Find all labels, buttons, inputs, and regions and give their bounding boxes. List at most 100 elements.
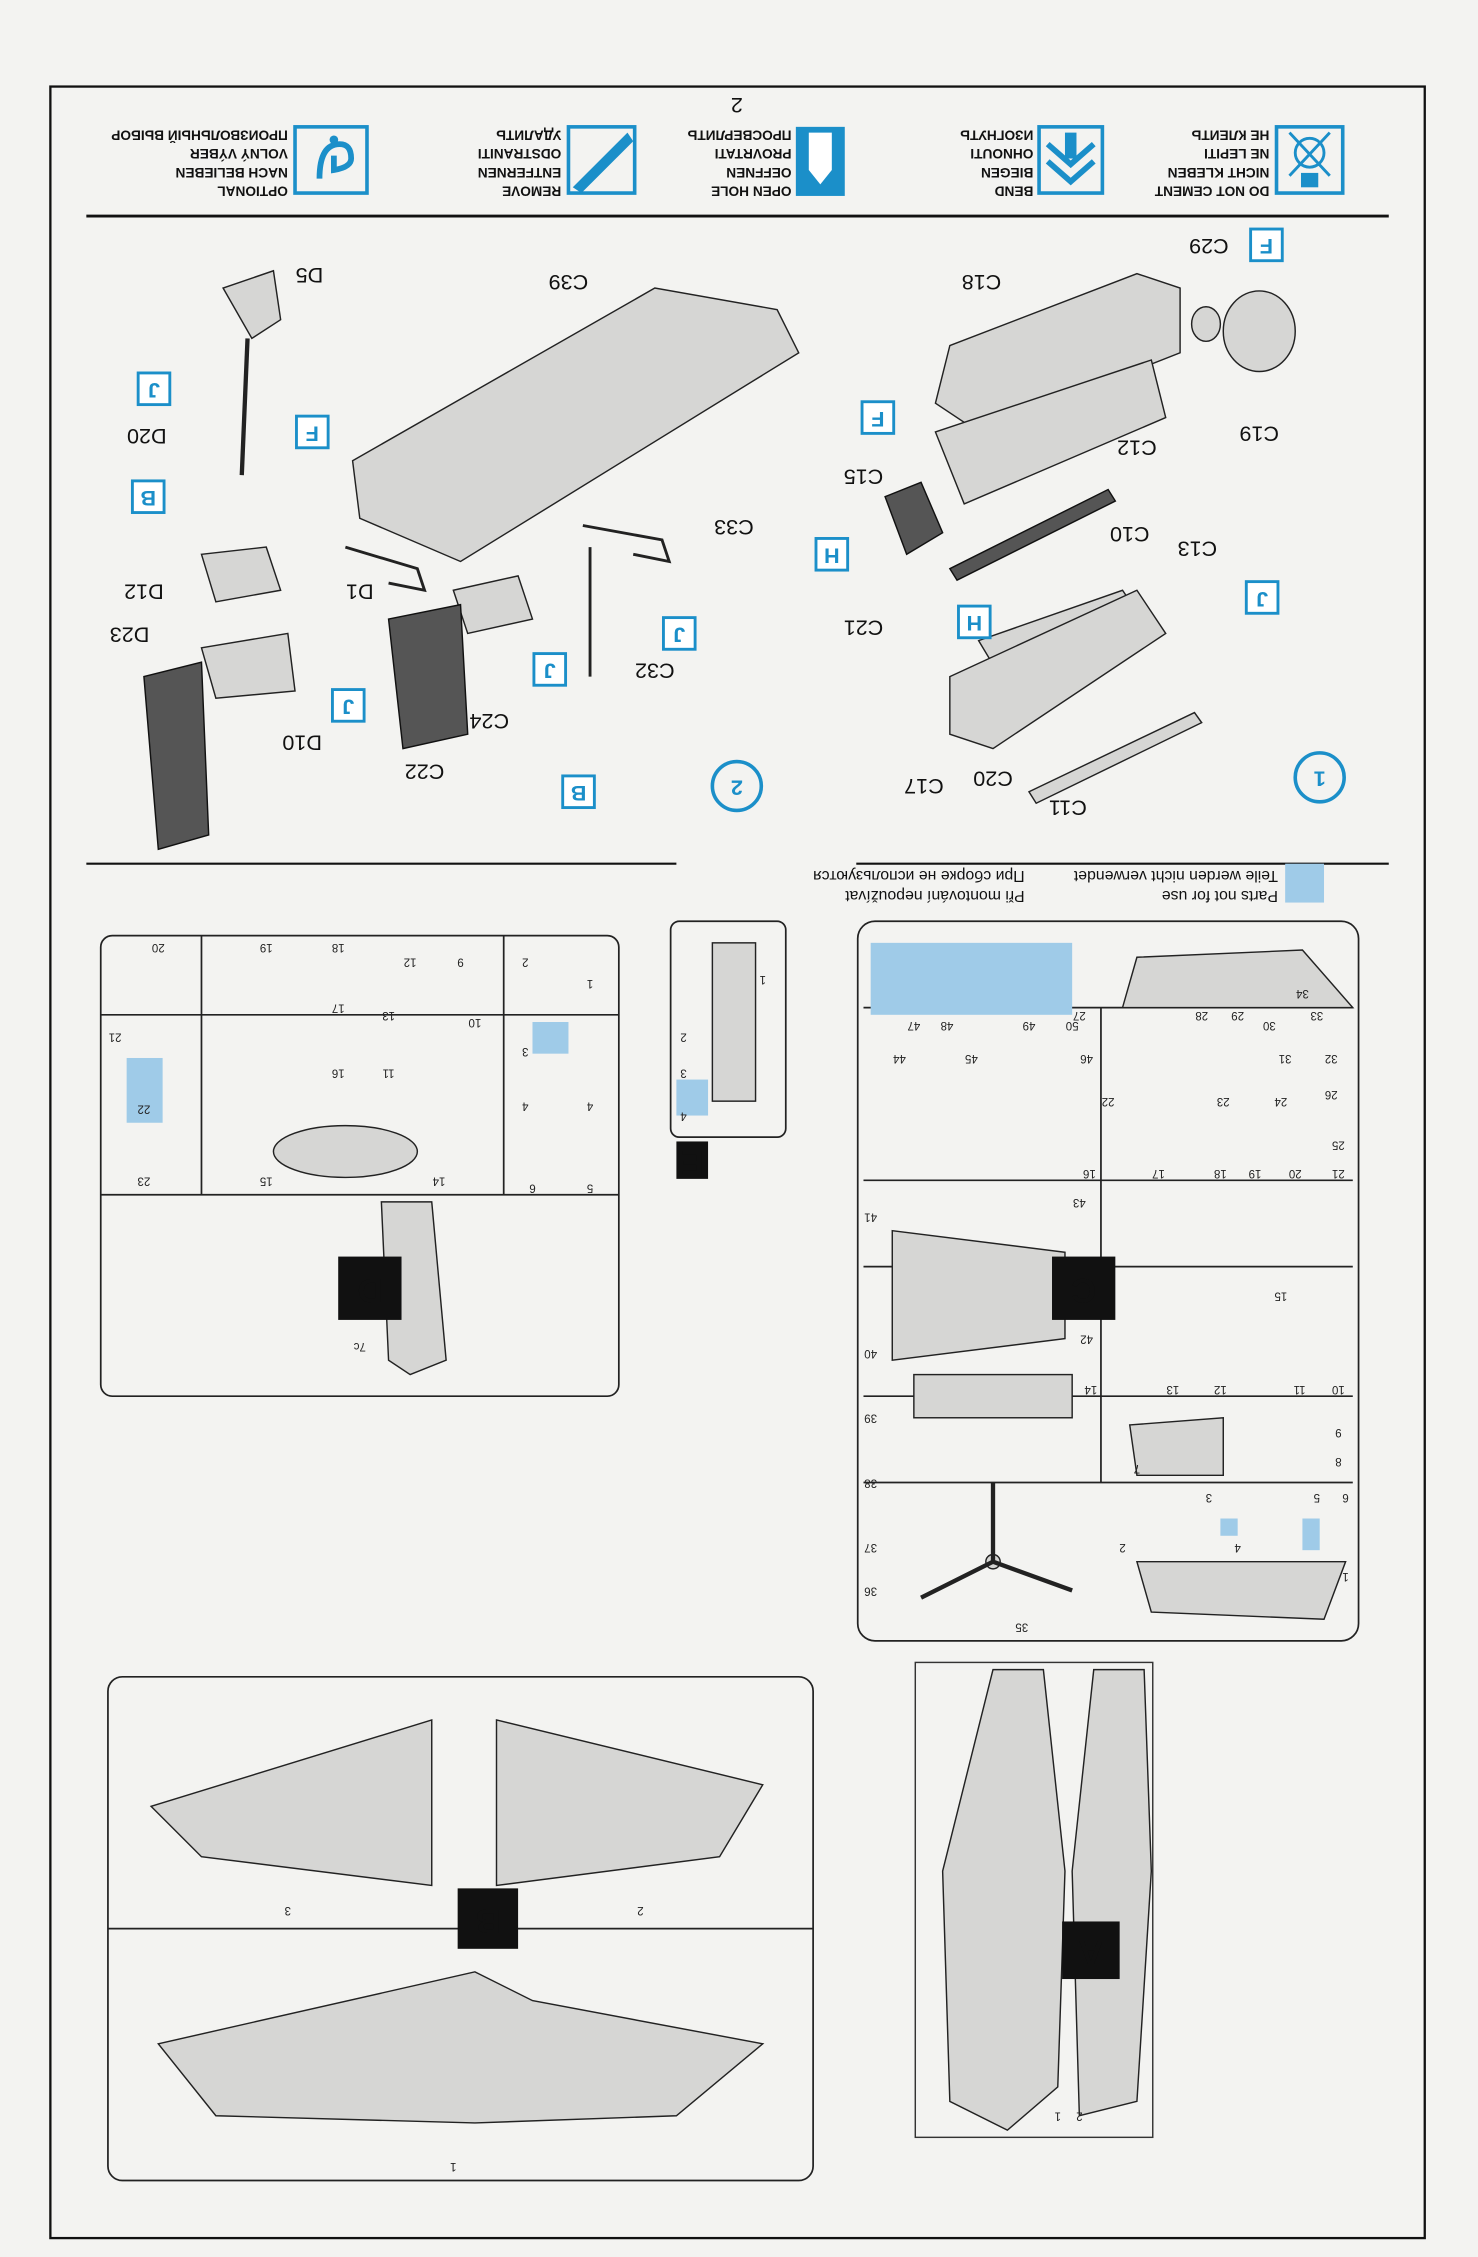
sprue-c-part-number: 31 — [1279, 1052, 1292, 1064]
sprue-c-part-number: 33 — [1310, 1009, 1323, 1021]
page-number: 2 — [731, 93, 743, 118]
part-c12 — [934, 359, 1167, 505]
step-2-callout-16-frame — [331, 688, 366, 723]
step-1-part-label-8: C13 — [1178, 536, 1218, 561]
sprue-c-part-number: 21 — [1332, 1167, 1345, 1179]
drill-icon — [795, 126, 845, 196]
step-2-part-label-14: C24 — [470, 709, 510, 734]
bend-icon — [1037, 125, 1105, 195]
step-1-callout-9: H — [824, 544, 840, 569]
legend-1-line-2: OHNOUTI — [970, 146, 1033, 161]
sprue-d-part-number: 12 — [404, 956, 417, 968]
sprue-c-part-number: 13 — [1167, 1383, 1180, 1395]
sprue-c-part-number: 47 — [907, 1019, 920, 1031]
sprue-c-part-number: 26 — [1325, 1088, 1338, 1100]
step-1-callout-11: H — [967, 611, 983, 636]
page-border — [49, 85, 1426, 2240]
step-2-part-label-7: D12 — [124, 580, 164, 605]
sprue-d-part-number: 1 — [587, 977, 593, 989]
step-1-part-label-0: C18 — [962, 270, 1002, 295]
sprue-b-letter: B — [475, 1901, 500, 1939]
question-icon — [293, 125, 369, 195]
step-2-callout-17: B — [571, 781, 587, 806]
not-for-use-text-1: Teile werden nicht verwendet — [1073, 867, 1278, 884]
not-for-use-swatch — [1285, 863, 1325, 903]
sprue-d-part-number: 4 — [586, 1099, 593, 1111]
step-2-drawing — [143, 269, 800, 851]
sprue-e-part-number: 1 — [760, 973, 766, 985]
step-1-part-label-7: C10 — [1110, 522, 1150, 547]
step-2-callout-9: J — [673, 623, 685, 648]
sprue-c-part-number: 2 — [1119, 1541, 1125, 1553]
sprue-c-part-number: 28 — [1195, 1009, 1208, 1021]
sprue-c-part-number: 44 — [892, 1052, 905, 1064]
not-for-use-text-3: При сборке не используются — [813, 867, 1025, 884]
step-1-part-label-13: C20 — [973, 767, 1013, 792]
step-1-badge — [1293, 751, 1346, 804]
sprue-c-part-number: 8 — [1335, 1455, 1341, 1467]
not-for-use-text-2: Při montování nepoužívat — [845, 887, 1025, 904]
step-1-part-label-6: C15 — [844, 464, 884, 489]
sprue-c-part-number: 40 — [864, 1347, 877, 1359]
legend-4-line-0: OPTIONAL — [217, 184, 288, 199]
sprue-c-part-number: 45 — [965, 1052, 978, 1064]
sprue-c-part-number: 17 — [1152, 1167, 1165, 1179]
sprue-c-letter: C — [1071, 1271, 1096, 1309]
sprue-c-part-number: 11 — [1294, 1383, 1306, 1395]
legend-3-line-1: ENTFERNEN — [478, 165, 561, 180]
sprue-c-part-number: 29 — [1231, 1009, 1244, 1021]
step-1-part-label-12: C21 — [844, 616, 884, 641]
step-1-part-label-4: C12 — [1117, 436, 1157, 461]
step-2-callout-3: F — [306, 421, 319, 446]
sprue-d-part-number: 16 — [332, 1066, 345, 1078]
sprue-d-part-number: 4 — [521, 1099, 528, 1111]
step-2-part-label-8: D1 — [346, 580, 374, 605]
sprue-e — [669, 920, 787, 1179]
sprue-b-part-number: 1 — [450, 2160, 456, 2172]
sprue-d-part-number: 11 — [383, 1066, 395, 1078]
sprue-d-part-number: 22 — [138, 1102, 151, 1114]
step-2-part-label-4: D20 — [127, 424, 167, 449]
part-c19 — [1222, 290, 1296, 373]
sprue-d-part-number: 18 — [332, 941, 345, 953]
part-c18 — [934, 272, 1181, 433]
no-cement-icon — [1274, 125, 1345, 195]
sprue-c-part-number: 39 — [864, 1412, 877, 1424]
sprue-c-part-number: 35 — [1015, 1620, 1028, 1632]
legend-2-line-1: OEFFNEN — [726, 165, 791, 180]
step-2-callout-5: B — [140, 486, 156, 511]
sprue-c-part-number: 3 — [1206, 1491, 1212, 1503]
part-d20 — [239, 338, 250, 476]
step-1-number: 1 — [1314, 767, 1326, 792]
legend-4-line-2: VOLNÝ VÝBER — [190, 146, 288, 161]
legend-2-line-3: ПРОСВЕРЛИТЬ — [687, 127, 791, 142]
sprue-b-part-number: 3 — [285, 1904, 291, 1916]
step-2-part-label-11: C32 — [635, 659, 675, 684]
legend-1-line-0: BEND — [994, 184, 1033, 199]
legend-3-line-2: ODSTRANITI — [478, 146, 561, 161]
sprue-d-part-number: 9 — [457, 956, 463, 968]
sprue-c-part-number: 37 — [864, 1541, 877, 1553]
sprue-d-part-number: 5 — [587, 1181, 593, 1193]
sprue-b — [107, 1675, 814, 2182]
step-1-callout-2: F — [1260, 234, 1273, 259]
sprue-e-part-number: 2 — [680, 1030, 686, 1042]
sprue-c-part-number: 48 — [941, 1019, 954, 1031]
sprue-c-part-number: 43 — [1073, 1196, 1086, 1208]
legend-4-line-1: NACH BELIEBEN — [176, 165, 288, 180]
step-1-part-label-3: C19 — [1239, 421, 1279, 446]
sprue-c-part-number: 12 — [1214, 1383, 1227, 1395]
sprue-c-part-number: 27 — [1073, 1009, 1086, 1021]
sprue-d-letter: D — [357, 1271, 382, 1309]
step-2-callout-2-frame — [136, 371, 172, 407]
legend-0-line-3: НЕ КЛЕИТЬ — [1191, 127, 1269, 142]
sprue-c-part-number: 50 — [1066, 1019, 1079, 1031]
step-2-callout-16: J — [342, 695, 354, 720]
sprue-d — [99, 934, 620, 1398]
step-2-callout-10: J — [544, 659, 556, 684]
sprue-a-letter: A — [1078, 1933, 1103, 1971]
part-c10 — [948, 488, 1117, 582]
part-d1 — [344, 545, 427, 593]
legend-1-line-3: ИЗОГНУТЬ — [960, 127, 1033, 142]
legend-0-line-2: NE LEPITI — [1204, 146, 1269, 161]
